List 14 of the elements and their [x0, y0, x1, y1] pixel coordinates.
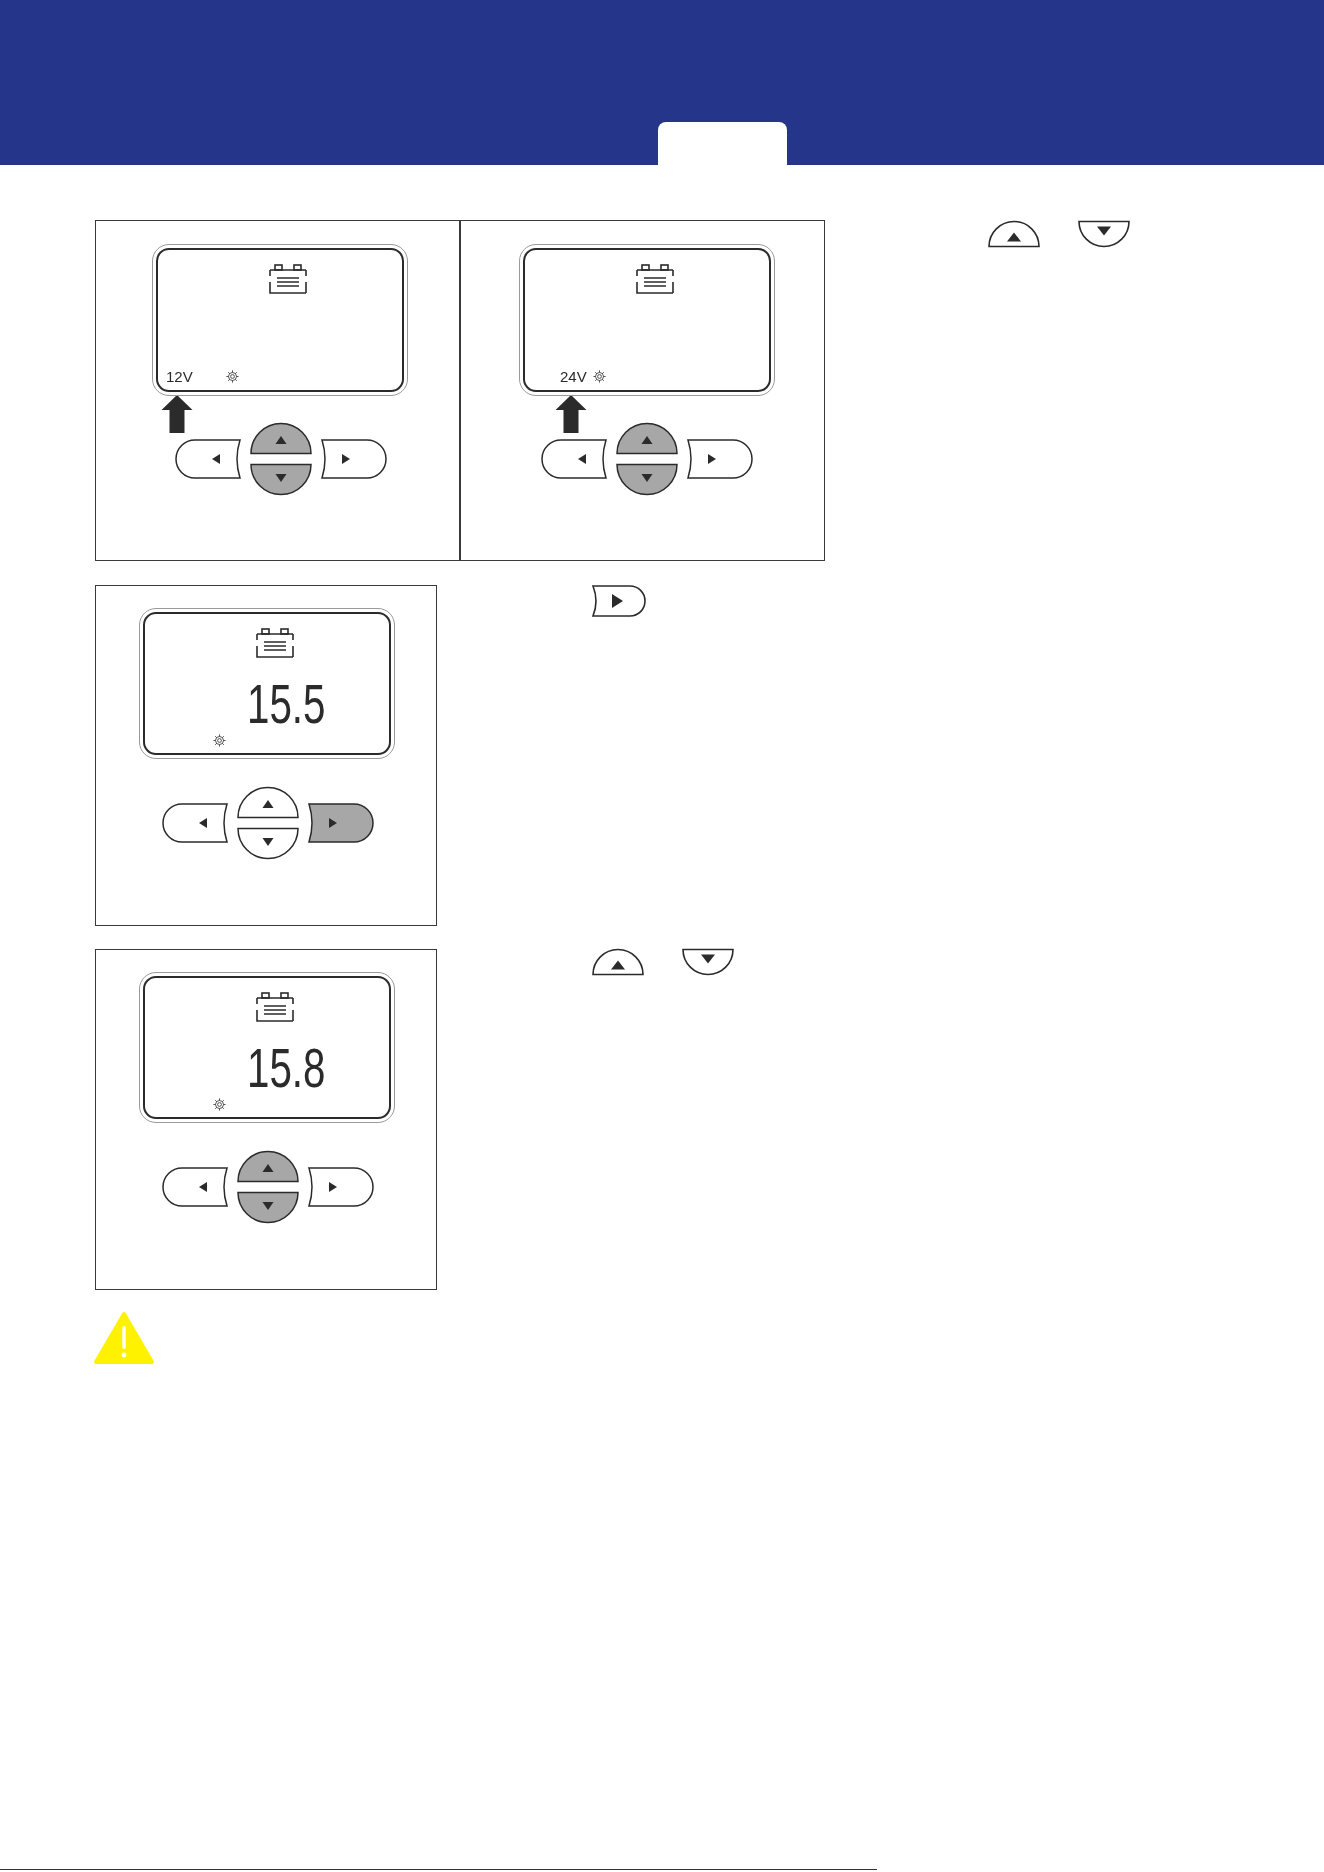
illustration-panel: [95, 220, 461, 561]
illustration-panel: [459, 220, 825, 561]
pointer-arrow: [161, 395, 193, 433]
voltage-label: 24V: [560, 369, 587, 384]
lcd-reading: 15.5: [247, 676, 326, 732]
lcd-screen: [519, 244, 775, 396]
lcd-screen: [139, 608, 395, 759]
lcd-screen: [152, 244, 408, 396]
illustration-panel: [95, 949, 437, 1290]
lcd-reading: 15.8: [247, 1040, 326, 1096]
illustration-panel: [95, 585, 437, 926]
voltage-label: 12V: [166, 369, 193, 384]
pointer-arrow: [555, 395, 587, 433]
lcd-screen: [139, 972, 395, 1123]
